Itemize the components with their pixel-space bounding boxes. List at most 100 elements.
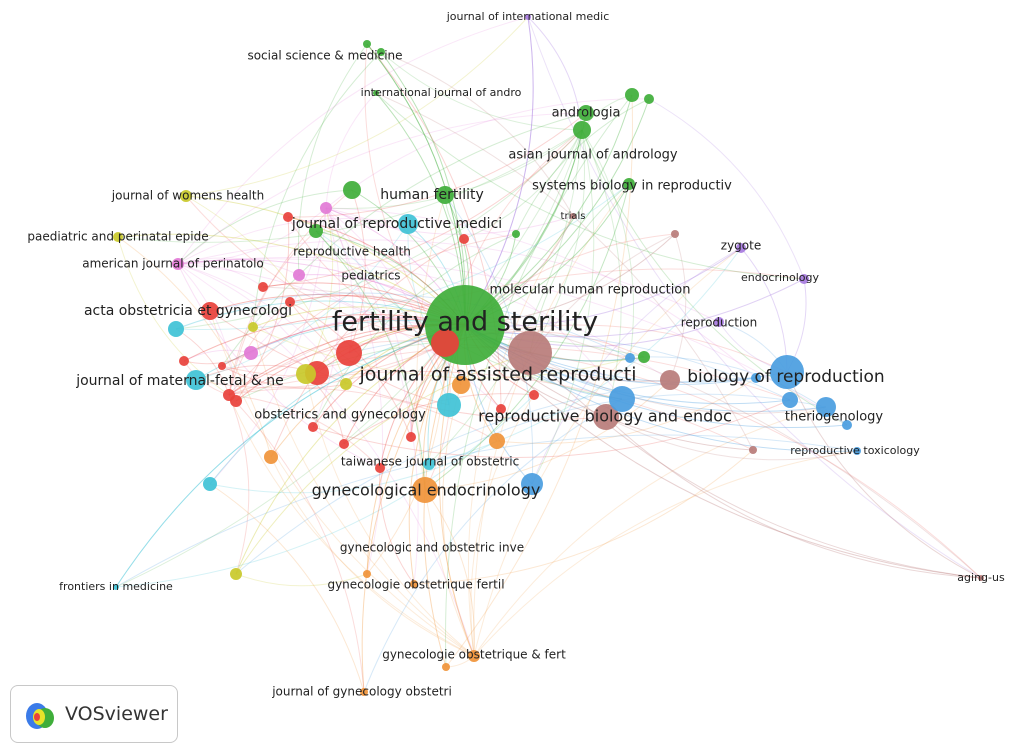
journal-node xyxy=(489,433,505,449)
network-link xyxy=(177,112,587,265)
journal-label: acta obstetricia et gynecologi xyxy=(84,303,292,319)
network-link xyxy=(221,342,446,377)
journal-node xyxy=(186,370,206,390)
network-link xyxy=(117,236,272,458)
network-link xyxy=(175,129,583,330)
journal-label: journal of reproductive medici xyxy=(291,216,502,232)
network-link xyxy=(364,43,446,344)
network-link xyxy=(463,129,583,240)
network-link xyxy=(348,189,366,354)
network-link xyxy=(209,440,498,494)
network-link xyxy=(348,332,791,401)
network-link xyxy=(185,16,529,197)
network-link xyxy=(228,394,250,575)
journal-label: american journal of perinatolo xyxy=(82,257,264,271)
network-link xyxy=(228,230,317,396)
journal-label: human fertility xyxy=(380,187,484,203)
journal-node xyxy=(172,258,184,270)
journal-label: molecular human reproduction xyxy=(489,283,690,298)
journal-node xyxy=(799,274,809,284)
network-link xyxy=(473,406,827,657)
journal-node xyxy=(623,178,635,190)
journal-node xyxy=(625,88,639,102)
network-link xyxy=(177,263,381,469)
journal-node xyxy=(309,224,323,238)
network-link xyxy=(325,98,650,209)
network-links xyxy=(115,16,982,693)
journal-node xyxy=(223,389,235,401)
journal-node xyxy=(230,568,242,580)
network-link xyxy=(297,43,368,276)
journal-node xyxy=(842,420,852,430)
network-link xyxy=(786,371,982,579)
network-link xyxy=(740,247,788,373)
network-link xyxy=(235,216,290,402)
journal-node xyxy=(625,353,635,363)
network-link xyxy=(669,233,687,381)
network-link xyxy=(464,278,805,338)
network-link xyxy=(235,324,466,575)
journal-node xyxy=(296,364,316,384)
journal-node xyxy=(179,356,189,366)
network-link xyxy=(529,352,827,414)
network-link xyxy=(177,263,502,410)
network-link xyxy=(115,394,535,588)
network-link xyxy=(529,129,585,354)
journal-node xyxy=(248,322,258,332)
journal-node xyxy=(340,378,352,390)
network-link xyxy=(315,230,426,491)
network-link xyxy=(605,416,858,461)
journal-node xyxy=(218,362,226,370)
network-link xyxy=(496,377,757,444)
journal-node xyxy=(452,376,470,394)
network-link xyxy=(325,207,623,400)
network-link xyxy=(209,292,631,359)
network-link xyxy=(185,195,347,385)
journal-label: taiwanese journal of obstetric xyxy=(341,455,519,469)
journal-node xyxy=(816,397,836,417)
network-link xyxy=(262,129,583,288)
journal-node xyxy=(578,105,594,121)
journal-node xyxy=(573,121,591,139)
network-link xyxy=(380,51,574,217)
network-link xyxy=(467,215,574,657)
journal-node xyxy=(244,346,258,360)
journal-node xyxy=(782,392,798,408)
network-link xyxy=(177,263,475,657)
journal-node xyxy=(406,432,416,442)
network-link xyxy=(442,384,475,657)
journal-node xyxy=(113,232,123,242)
network-link xyxy=(464,324,757,385)
journal-node xyxy=(264,450,278,464)
network-link xyxy=(252,326,475,657)
journal-node xyxy=(410,580,418,588)
journal-node xyxy=(377,48,385,56)
network-link xyxy=(312,399,791,458)
network-link xyxy=(177,263,237,402)
network-link xyxy=(177,217,409,265)
network-link xyxy=(115,324,466,588)
network-link xyxy=(228,301,291,396)
network-link xyxy=(177,258,671,381)
journal-label: reproduction xyxy=(681,316,758,330)
journal-node xyxy=(412,477,438,503)
network-link xyxy=(270,238,465,458)
journal-label: frontiers in medicine xyxy=(59,580,173,593)
network-link xyxy=(527,16,982,579)
network-link xyxy=(529,183,630,354)
vosviewer-heatmap-icon xyxy=(26,703,54,729)
network-link xyxy=(115,129,583,588)
journal-node xyxy=(609,386,635,412)
network-link xyxy=(289,301,412,438)
journal-node xyxy=(978,575,984,581)
journal-label: gynecologic and obstetric inve xyxy=(340,541,524,555)
network-link xyxy=(581,129,848,426)
network-link xyxy=(270,456,475,657)
network-link xyxy=(380,51,583,131)
network-link xyxy=(195,342,446,389)
journal-node xyxy=(508,331,552,375)
journal-label: paediatric and perinatal epide xyxy=(27,230,208,244)
network-link xyxy=(117,129,583,243)
network-link xyxy=(581,129,622,418)
